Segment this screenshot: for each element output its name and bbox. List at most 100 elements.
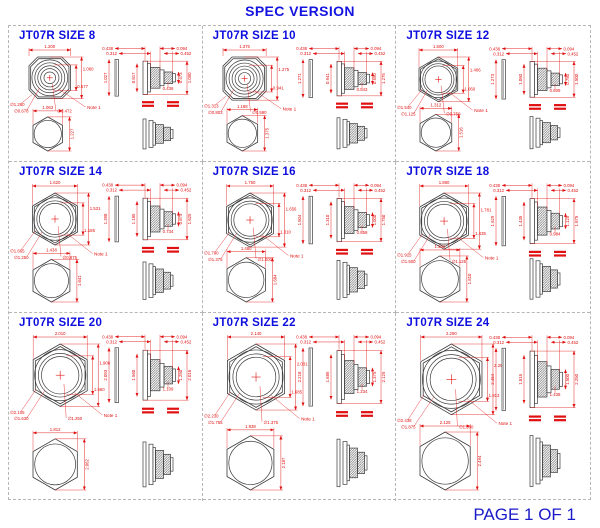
panel-title: JT07R SIZE 24 bbox=[406, 317, 490, 329]
dim-label: 0.452 bbox=[181, 51, 192, 56]
dim-label: 0.438 bbox=[102, 334, 113, 339]
page-title: SPEC VERSION bbox=[245, 3, 355, 19]
hex-nut-view bbox=[226, 115, 258, 152]
dim-label: 1.060 bbox=[83, 67, 94, 72]
dim-label: 0.452 bbox=[568, 51, 579, 56]
dim-label: 1.685 bbox=[291, 390, 302, 395]
side-section-view bbox=[308, 195, 370, 245]
side-section-view bbox=[114, 59, 176, 97]
dim-label: ∅1.630 bbox=[14, 416, 29, 421]
dim-label: 0.094 bbox=[564, 183, 575, 188]
dim-label: 0.590 bbox=[372, 73, 377, 84]
dim-label: 1.060 bbox=[465, 87, 476, 92]
dim-label: 1.375 bbox=[264, 127, 269, 138]
dim-label: 0.438 bbox=[296, 46, 307, 51]
side-section-view bbox=[501, 347, 564, 411]
dim-label: 1.504 bbox=[297, 214, 302, 225]
front-view bbox=[226, 343, 285, 411]
dim-label: 1.375 bbox=[372, 371, 377, 382]
dim-label: ∅2.105 bbox=[10, 410, 25, 415]
side-section-view bbox=[114, 347, 176, 404]
dim-label: 0.438 bbox=[490, 335, 501, 340]
dim-label: 1.310 bbox=[280, 230, 291, 235]
dim-label: 1.200 bbox=[44, 44, 55, 49]
dim-label: 1.275 bbox=[278, 67, 289, 72]
dim-label: 1.375 bbox=[239, 44, 250, 49]
side-section-view bbox=[501, 59, 564, 100]
dim-label: 2.187 bbox=[281, 457, 286, 468]
dim-label: 0.312 bbox=[300, 51, 311, 56]
dim-label: 0.312 bbox=[300, 340, 311, 345]
dim-label: 0.473 bbox=[178, 72, 183, 83]
dim-label: 1.500 bbox=[433, 44, 444, 49]
dim-label: 2.250 bbox=[495, 363, 506, 368]
dim-label: 1.398 bbox=[103, 213, 108, 224]
dim-label: ∅0.750 bbox=[446, 112, 461, 117]
dim-label: 1.516 bbox=[459, 127, 464, 138]
dim-label: 0.543 bbox=[356, 87, 367, 92]
front-view bbox=[32, 192, 78, 246]
dim-label: ∅2.230 bbox=[204, 414, 219, 419]
dim-label: 1.185 bbox=[84, 228, 95, 233]
dim-label: 1.435 bbox=[519, 215, 524, 226]
panel-title: JT07R SIZE 22 bbox=[212, 317, 296, 329]
dim-label: 0.438 bbox=[296, 335, 307, 340]
dim-label: 2.031 bbox=[296, 361, 307, 366]
dim-label: 0.438 bbox=[490, 46, 501, 51]
dim-label: 1.250 bbox=[178, 369, 183, 380]
dim-label: Note 1 bbox=[104, 413, 118, 418]
dim-label: 1.813 bbox=[489, 393, 500, 398]
dim-label: 1.906 bbox=[99, 360, 110, 365]
dim-label: 2.494 bbox=[478, 455, 483, 466]
front-view bbox=[225, 192, 274, 248]
dim-label: 1.000 bbox=[372, 214, 377, 225]
dim-label: 0.984 bbox=[550, 231, 561, 236]
dim-label: 0.677 bbox=[77, 84, 88, 89]
dim-label: ∅0.803 bbox=[208, 110, 223, 115]
dim-label: 1.185 bbox=[131, 213, 136, 224]
dim-label: 0.452 bbox=[181, 339, 192, 344]
dim-label: 2.218 bbox=[297, 371, 302, 382]
dim-label: ∅0.678 bbox=[14, 108, 29, 113]
dim-label: 1.500 bbox=[574, 73, 579, 84]
front-view bbox=[28, 56, 71, 99]
profile-view bbox=[336, 438, 368, 488]
dim-label: 0.312 bbox=[106, 188, 117, 193]
dim-label: 0.312 bbox=[494, 188, 505, 193]
dim-label: ∅1.313 bbox=[204, 104, 219, 109]
dim-label: 1.531 bbox=[90, 206, 101, 211]
dim-label: 0.094 bbox=[177, 183, 188, 188]
panel-title: JT07R SIZE 14 bbox=[19, 166, 103, 178]
dim-label: 0.452 bbox=[374, 51, 385, 56]
dim-label: 0.312 bbox=[106, 339, 117, 344]
dim-label: 0.312 bbox=[494, 51, 505, 56]
dim-label: ∅1.000 bbox=[257, 257, 272, 262]
dim-label: 0.094 bbox=[564, 46, 575, 51]
dim-label: 1.310 bbox=[325, 214, 330, 225]
dim-label: 1.781 bbox=[481, 207, 492, 212]
dim-label: 1.500 bbox=[565, 373, 570, 384]
dim-label: 1.109 bbox=[163, 386, 174, 391]
dim-label: 2.250 bbox=[574, 373, 579, 384]
dim-label: 0.452 bbox=[568, 188, 579, 193]
profile-view bbox=[142, 118, 174, 150]
profile-view bbox=[529, 435, 561, 487]
panel-title: JT07R SIZE 16 bbox=[212, 166, 296, 178]
dim-label: ∅1.755 bbox=[208, 420, 223, 425]
dim-label: 1.562 bbox=[435, 244, 446, 249]
hex-nut-view bbox=[226, 257, 266, 303]
dim-label: 1.560 bbox=[131, 369, 136, 380]
dim-label: ∅1.250 bbox=[68, 416, 83, 421]
dim-label: 1.090 bbox=[187, 72, 192, 83]
dim-label: 0.817 bbox=[131, 72, 136, 83]
dim-label: Note 1 bbox=[475, 108, 489, 113]
dim-label: Note 1 bbox=[301, 417, 315, 422]
